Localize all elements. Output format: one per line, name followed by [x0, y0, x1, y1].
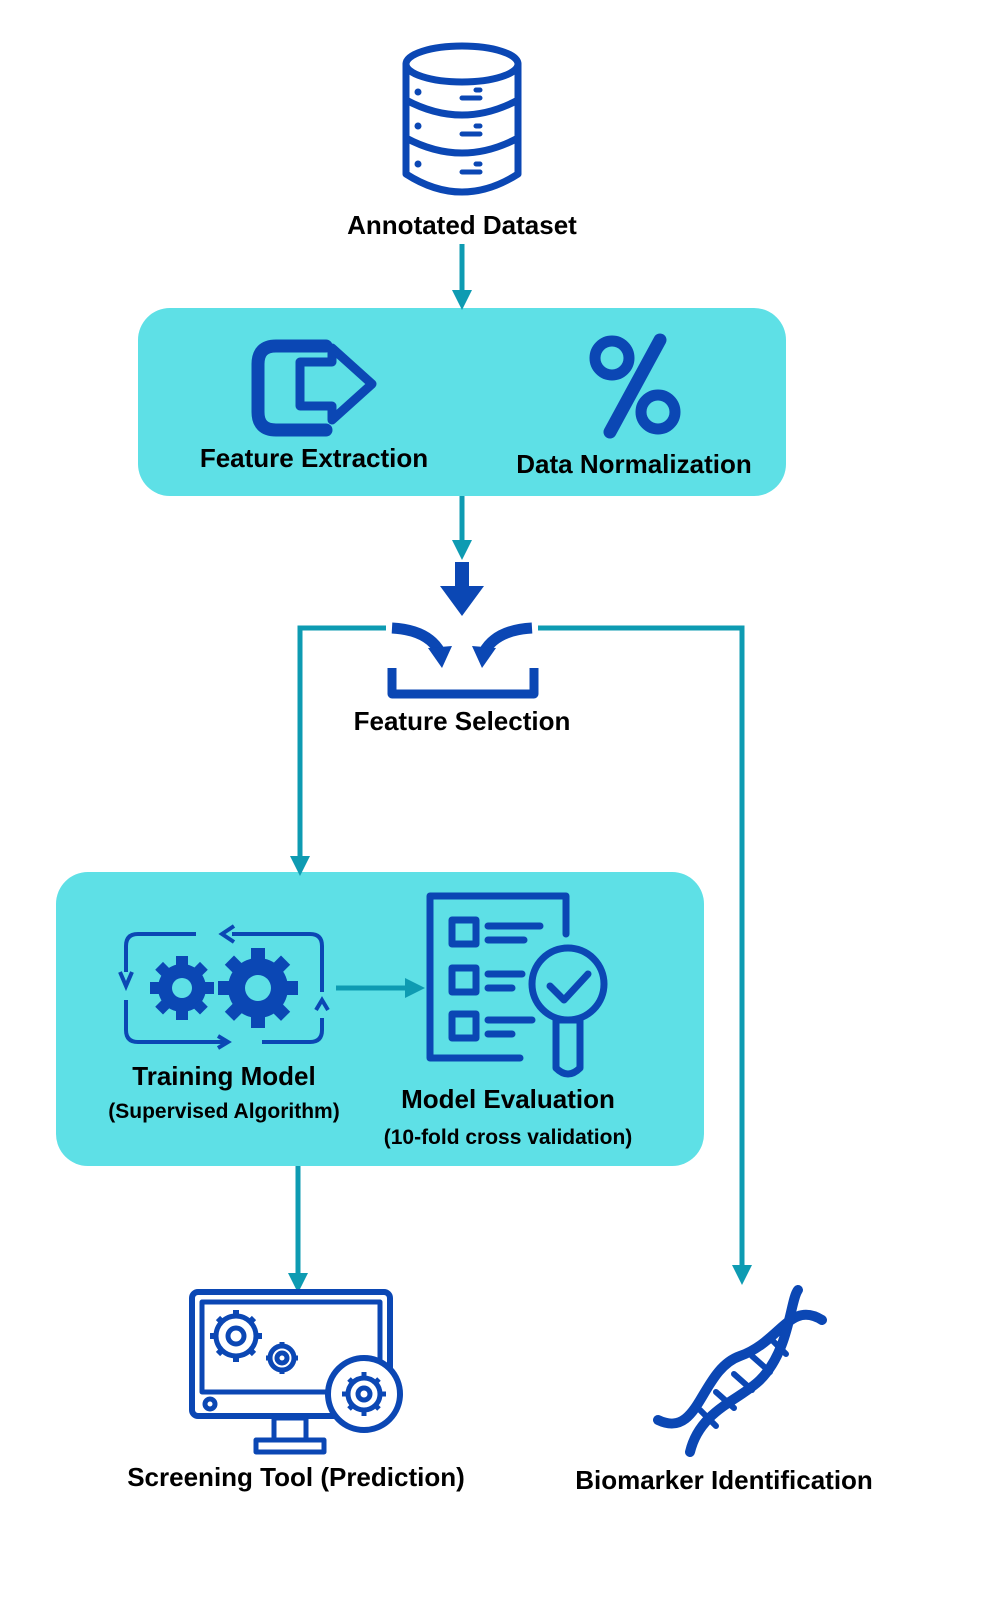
biomarker-identification-label: Biomarker Identification: [575, 1465, 873, 1495]
annotated-dataset-label: Annotated Dataset: [347, 210, 577, 240]
connector-selection-to-biomarker: [538, 625, 752, 1285]
feature-extraction-label: Feature Extraction: [200, 443, 428, 473]
merge-arrows-tray-icon: [387, 562, 539, 699]
connector-selection-to-modeling: [290, 625, 386, 876]
percent-icon: [589, 333, 681, 439]
model-evaluation-sublabel: (10-fold cross validation): [384, 1126, 633, 1149]
checklist-magnifier-icon: [426, 892, 608, 1078]
gears-cycle-icon: [118, 924, 330, 1050]
model-evaluation-label: Model Evaluation: [401, 1084, 615, 1114]
feature-selection-label: Feature Selection: [354, 706, 571, 736]
training-model-label: Training Model: [132, 1061, 315, 1091]
screening-tool-label: Screening Tool (Prediction): [127, 1462, 465, 1492]
modeling-box: [56, 872, 704, 1166]
data-normalization-label: Data Normalization: [516, 449, 752, 479]
dna-icon: [653, 1285, 827, 1457]
connectors: [288, 244, 752, 1293]
database-icon: [402, 42, 522, 196]
monitor-gears-icon: [189, 1289, 403, 1455]
training-model-sublabel: (Supervised Algorithm): [108, 1100, 339, 1123]
export-arrow-icon: [251, 339, 377, 437]
